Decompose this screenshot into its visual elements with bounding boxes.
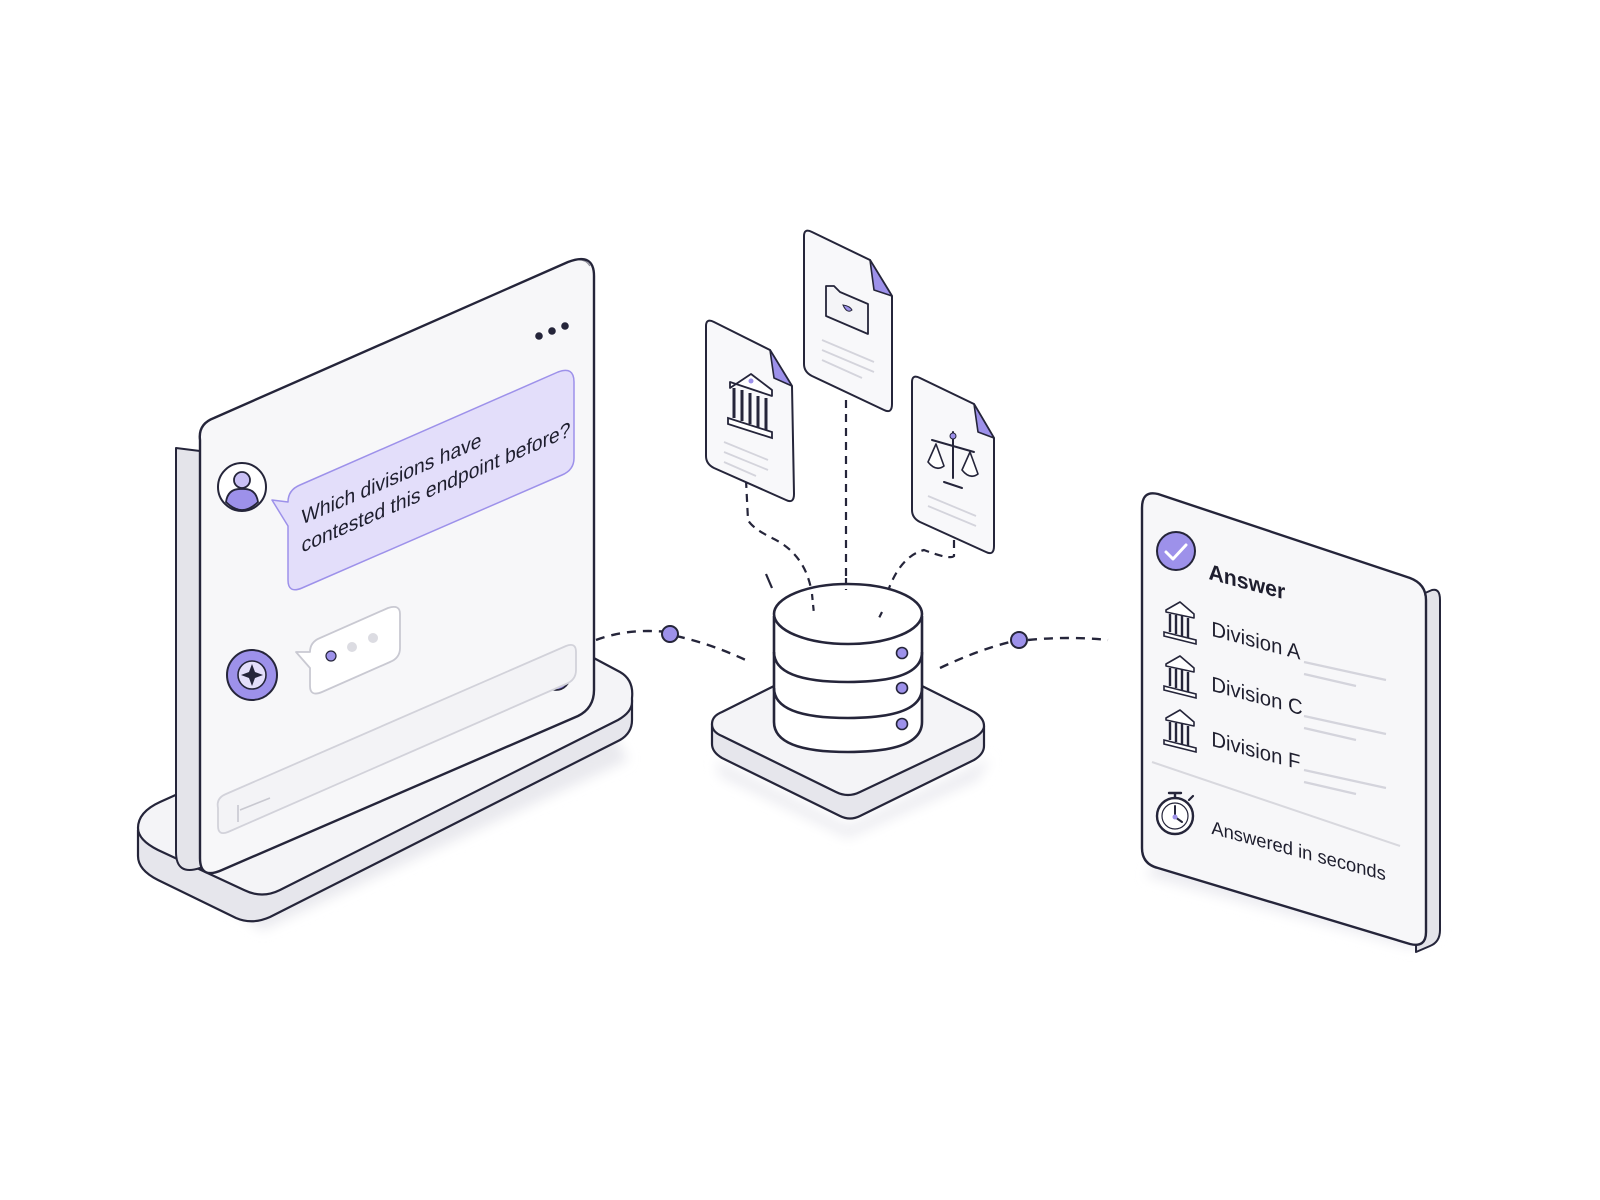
division-f-icon (1163, 709, 1197, 754)
stopwatch-icon (1155, 791, 1195, 836)
document-folder (803, 229, 893, 413)
more-dots-icon[interactable] (535, 322, 569, 340)
folder-icon (825, 285, 869, 335)
user-avatar-icon (217, 462, 267, 512)
division-a-icon (1163, 601, 1197, 646)
division-c-icon (1163, 655, 1197, 700)
typing-indicator (295, 605, 401, 695)
scales-of-justice-icon (927, 431, 979, 489)
connector-node-left (661, 625, 679, 643)
ai-sparkle-icon (226, 649, 278, 701)
message-input[interactable] (216, 643, 577, 835)
document-legal (911, 375, 995, 555)
document-bank (705, 319, 795, 503)
connector-node-right (1010, 631, 1028, 649)
bank-building-icon (727, 373, 773, 440)
input-cursor (237, 797, 271, 822)
answer-panel: Answer Division A Division C Division F … (1140, 492, 1441, 953)
database-cylinder-icon (710, 578, 990, 838)
answer-divider (1151, 761, 1401, 847)
connectors (595, 400, 1109, 670)
chat-device: Which divisions have contested this endp… (136, 257, 634, 930)
check-circle-icon (1156, 531, 1196, 571)
